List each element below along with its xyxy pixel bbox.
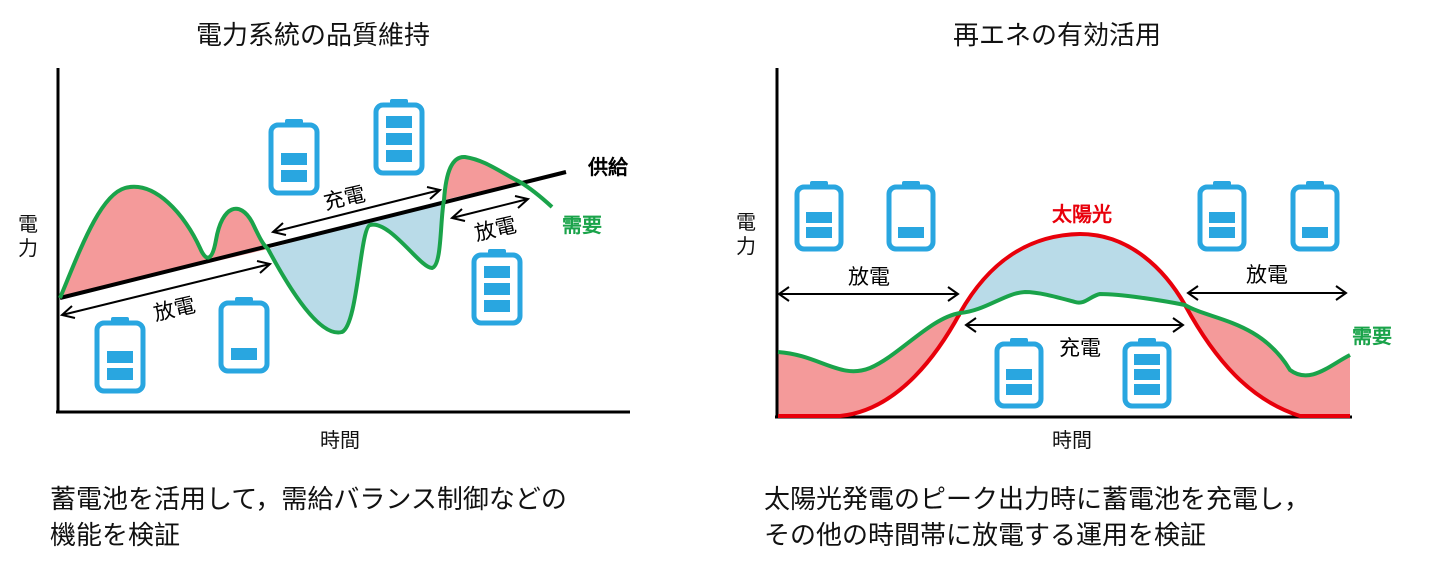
battery-icon: [1125, 338, 1169, 406]
right-diagram: 放電 充電 放電 太陽光 需要: [775, 68, 1392, 419]
right-charge-arrow: [964, 317, 1185, 333]
right-title: 再エネの有効活用: [953, 21, 1162, 51]
right-discharge-arrow-1: [777, 286, 960, 302]
battery-icon: [997, 338, 1041, 406]
battery-icon: [221, 297, 267, 371]
battery-icon: [474, 249, 520, 323]
supply-line: [59, 170, 567, 300]
left-title: 電力系統の品質維持: [196, 21, 431, 51]
left-demand-label: 需要: [562, 213, 602, 237]
battery-icon: [797, 181, 841, 249]
left-discharge-label-2: 放電: [472, 213, 518, 246]
battery-icon: [271, 119, 317, 193]
battery-icon: [1200, 181, 1244, 249]
demand-curve: [58, 155, 554, 335]
left-caption: 蓄電池を活用して，需給バランス制御などの 機能を検証: [50, 485, 567, 551]
solar-curve: [778, 231, 1350, 418]
right-charge-label: 充電: [1059, 336, 1101, 360]
deficit-area: [268, 200, 444, 333]
battery-icon: [889, 181, 933, 249]
right-discharge-label-2: 放電: [1246, 263, 1288, 287]
right-x-axis-label: 時間: [1052, 428, 1092, 452]
left-x-axis-label: 時間: [320, 428, 360, 452]
battery-icon: [1293, 181, 1337, 249]
right-discharge-label-1: 放電: [848, 265, 890, 289]
right-demand-curve: [777, 289, 1351, 378]
battery-icon: [97, 317, 143, 391]
discharge-arrow-1: [59, 260, 273, 319]
surplus-area-2: [444, 156, 520, 200]
right-discharge-arrow-2: [1186, 285, 1348, 301]
left-y-axis-label: 電力: [18, 212, 38, 260]
left-diagram: 放電 充電 放電 供給 需要: [56, 68, 630, 414]
night-demand-area-left: [778, 313, 961, 416]
left-discharge-label-1: 放電: [151, 293, 197, 326]
right-demand-label: 需要: [1352, 324, 1392, 348]
solar-label: 太陽光: [1052, 202, 1112, 226]
battery-icon: [376, 99, 422, 173]
surplus-area-1: [60, 186, 268, 298]
discharge-arrow-2: [449, 195, 531, 222]
right-y-axis-label: 電力: [736, 210, 756, 258]
charge-arrow: [270, 186, 443, 236]
night-demand-area-right: [1185, 305, 1350, 416]
supply-label: 供給: [587, 155, 629, 179]
right-caption: 太陽光発電のピーク出力時に蓄電池を充電し， その他の時間帯に放電する運用を検証: [764, 485, 1311, 551]
